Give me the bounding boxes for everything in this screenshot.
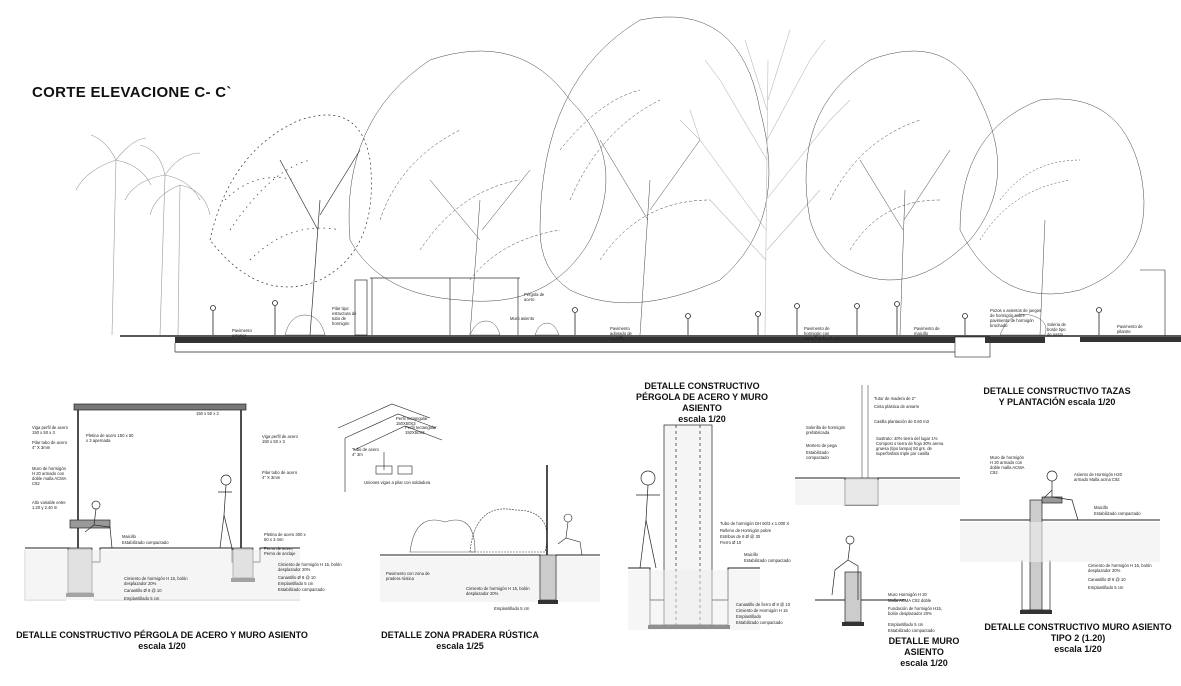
detail-note: Mortero de pega [806, 443, 837, 448]
detail-1-drawing [24, 403, 300, 601]
detail-note: Viga perfil de acero 150 x 50 x 3 [262, 434, 299, 444]
detail-1-caption: DETALLE CONSTRUCTIVO PÉRGOLA DE ACERO Y … [12, 630, 312, 652]
detail-note: Malla ACMA C92 doble [888, 598, 932, 603]
detail-note: Pavimento con zona de pradera rústica [386, 571, 430, 581]
detail-note: Tubo de acero 4" 3m [352, 447, 379, 457]
detail-note: Emplantillado [736, 614, 762, 619]
detail-note: Muro de hormigón H 20 armado con doble m… [990, 455, 1025, 475]
section-note: Pavimento de pilarote [1117, 324, 1143, 334]
detail-note: Pilar tubo de acero 4" X 3mm [262, 470, 298, 480]
detail-5-top-caption: DETALLE CONSTRUCTIVO TAZAS Y PLANTACIÓN … [983, 386, 1131, 407]
section-note: Pozos o asientos de juegos de hormigón s… [990, 308, 1042, 328]
detail-note: Muro Hormigón H 20 [888, 592, 927, 597]
bare-tree [679, 29, 851, 336]
tree-canopy-right [805, 50, 1145, 336]
caption-title: DETALLE CONSTRUCTIVO PÉRGOLA DE ACERO Y … [16, 630, 308, 640]
section-note: Pavimento exterior [232, 328, 252, 338]
section-note: Pérgola de acero [524, 292, 545, 302]
detail-note: Canastillo de fierro Ø 8 @ 10 [736, 602, 791, 607]
detail-note: Cimiento de hormigón H 15, bolón desplaz… [124, 576, 188, 586]
caption-title: DETALLE ZONA PRADERA RÚSTICA [381, 630, 539, 640]
detail-note: Uniones vigas a pilar con soldadura [364, 480, 431, 485]
section-shrubs [284, 313, 1047, 336]
detail-note: Muro de hormigón H 20 armado con doble m… [32, 466, 67, 486]
detail-note: Cimiento de hormigón H 15, bolón desplaz… [466, 586, 530, 596]
detail-note: Fundación de hormigón H15, bolón desplaz… [888, 606, 943, 616]
section-note: Pilar tipo: estructura de tubo de hormig… [332, 306, 357, 326]
detail-note: 150 x 50 x 2 [196, 411, 219, 416]
detail-note: Pilar tubo de acero 4" X 3mm [32, 440, 68, 450]
detail-note: Canastillo Ø 8 @ 10 [1088, 577, 1126, 582]
caption-scale: escala 1/25 [436, 641, 484, 651]
detail-4-drawing [795, 385, 960, 626]
detail-note: Cinta plástica de amarre [874, 404, 920, 409]
section-note: Pavimento de hormigón con superficie bro… [804, 326, 841, 341]
detail-note: Casilla plantación de 0.60 m3 [874, 419, 929, 424]
detail-note: Estabilizado compactado [278, 587, 325, 592]
detail-3-drawing [628, 424, 760, 630]
detail-note: Maicillo [1094, 505, 1108, 510]
detail-note: Emplantillado 5 cm [494, 606, 530, 611]
detail-note: Tutor de madera de 2" [874, 396, 916, 401]
detail-4-caption: DETALLE MURO ASIENTO escala 1/20 [886, 636, 962, 669]
detail-note: Solerilla de hormigón prefabricada [806, 425, 846, 435]
detail-note: Emplantillado 5 cm [888, 622, 924, 627]
detail-note: Pletina de acero 150 x 50 x 3 apernada [86, 433, 134, 443]
detail-note: Relleno de Hormigón pobre [720, 528, 772, 533]
detail-note: Fierro Ø 10 [720, 540, 742, 545]
detail-note: Asiento de Hormigón H20 armado Malla acm… [1074, 472, 1122, 482]
drawing-title: CORTE ELEVACIONE C- C` [32, 84, 232, 101]
detail-note: Sustrato: 40% tierra del lugar 1% Compos… [876, 436, 944, 456]
section-pergola [354, 277, 520, 336]
section-note: Pavimento de maicillo [914, 326, 940, 336]
caption-scale: escala 1/20 [900, 658, 948, 668]
detail-note: Pletina de acero 300 x 50 x 3 mm [264, 532, 306, 542]
detail-5-drawing [960, 470, 1160, 614]
detail-note: Emplantillado 5 cm [1088, 585, 1124, 590]
detail-note: Estabilizado compactado [806, 450, 829, 460]
detail-note: Perfil rectangular 150X50X3 [405, 425, 437, 435]
detail-note: Canastillo Ø 8 @ 10 [124, 588, 162, 593]
detail-note: Maicillo [744, 552, 758, 557]
detail-note: Canastillo Ø 8 @ 10 [278, 575, 316, 580]
section-figures [210, 300, 1102, 335]
detail-note: Perno de acero [264, 546, 293, 551]
tree-dark-canopy [209, 114, 372, 336]
detail-3-caption: DETALLE CONSTRUCTIVO PÉRGOLA DE ACERO Y … [632, 381, 772, 425]
detail-note: Cimiento de hormigón H 15, bolón desplaz… [1088, 563, 1152, 573]
caption-title: DETALLE MURO ASIENTO [888, 636, 960, 657]
caption-title: DETALLE CONSTRUCTIVO MURO ASIENTO TIPO 2… [984, 622, 1172, 643]
tree-canopy-group [348, 16, 770, 336]
section-note: Pavimento adosado de maicillo [610, 326, 632, 341]
detail-note: Cimiento de Hormigón H 15 [736, 608, 788, 613]
detail-note: Tubo de hormigón DH 50/3 x 1.000 X [720, 521, 790, 526]
detail-note: Cimiento de hormigón H 15, bolón desplaz… [278, 562, 342, 572]
detail-note: Emplantillado 5 cm [124, 596, 160, 601]
detail-note: Estabilizado compactado [736, 620, 783, 625]
detail-2-drawing [337, 403, 600, 604]
detail-note: Estabilizado compactado [888, 628, 935, 633]
detail-2-caption: DETALLE ZONA PRADERA RÚSTICA escala 1/25 [370, 630, 550, 652]
caption-scale: escala 1/20 [678, 414, 726, 424]
detail-note: Estabilizado compactado [122, 540, 169, 545]
palm-tree-group [75, 134, 211, 336]
caption-scale: escala 1/20 [138, 641, 186, 651]
caption-scale: escala 1/20 [1054, 644, 1102, 654]
detail-note: Maicillo [122, 534, 136, 539]
detail-5-caption: DETALLE CONSTRUCTIVO MURO ASIENTO TIPO 2… [980, 622, 1176, 655]
detail-note: Alto variable entre 1.20 y 2.40 m [32, 500, 66, 510]
caption-title: DETALLE CONSTRUCTIVO PÉRGOLA DE ACERO Y … [635, 381, 769, 413]
detail-note: Estribos de 8 Ø @ 30 [720, 534, 761, 539]
pavement-band [175, 337, 955, 343]
detail-note: Viga perfil de acero 150 x 50 x 3 [32, 425, 69, 435]
section-note: Muro asiento [510, 316, 535, 321]
section-note: Soleria de borde tipo de pasto [1047, 322, 1066, 337]
detail-note: Perfil rectangular 150X50X3 [396, 416, 428, 426]
detail-note: Emplantillado 5 cm [278, 581, 314, 586]
detail-note: Estabilizado compactado [1094, 511, 1141, 516]
detail-note: Estabilizado compactado [744, 558, 791, 563]
detail-note: Perno de anclaje [264, 551, 296, 556]
